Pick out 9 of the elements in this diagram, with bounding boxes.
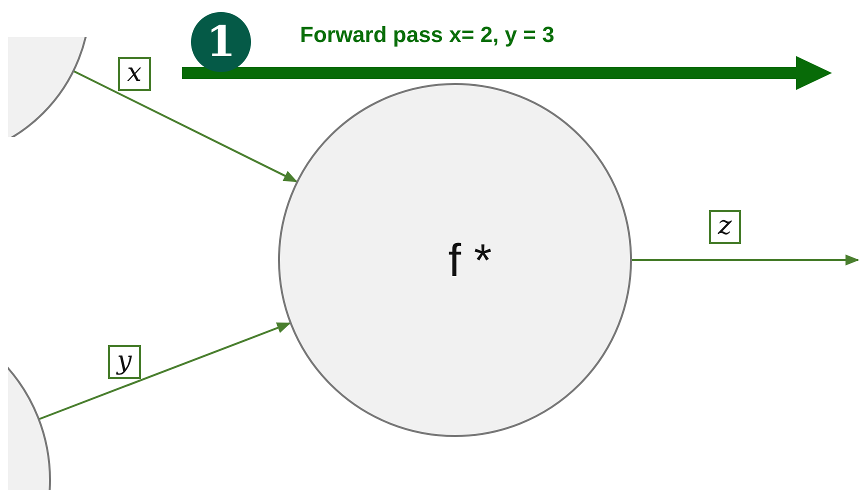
arrow [632,254,860,266]
edge-label: x [118,57,151,91]
function-label: f * [447,233,492,287]
edge-label: y [108,345,141,379]
arrow [38,322,291,420]
step-number: 1 [191,12,251,72]
edge-label: z [709,210,741,244]
arrow [72,70,298,182]
heading-label: Forward pass x= 2, y = 3 [300,22,554,48]
